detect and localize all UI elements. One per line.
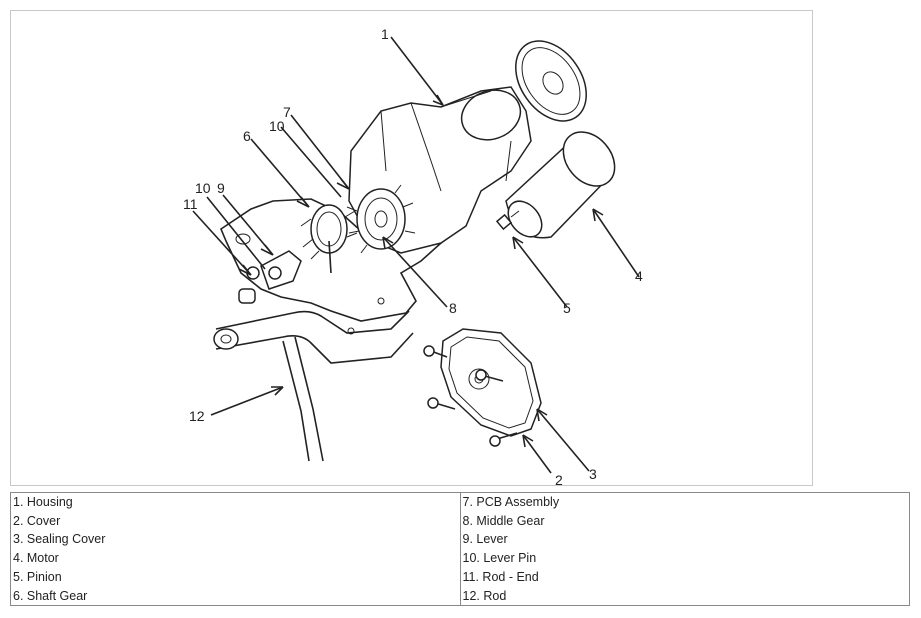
legend-cell: 6. Shaft Gear [10, 586, 461, 607]
callout-6: 6 [243, 128, 251, 144]
legend-row: 1. Housing 7. PCB Assembly [10, 491, 910, 512]
legend-cell: 9. Lever [459, 530, 910, 550]
parts-legend-table: 1. Housing 7. PCB Assembly 2. Cover 8. M… [10, 491, 910, 607]
callout-7: 7 [283, 104, 291, 120]
callout-1: 1 [381, 26, 389, 42]
rod [213, 310, 414, 462]
legend-row: 6. Shaft Gear 12. Rod [10, 586, 910, 607]
legend-row: 5. Pinion 11. Rod - End [10, 567, 910, 587]
legend-cell: 1. Housing [10, 491, 461, 512]
callout-11: 11 [183, 196, 198, 212]
legend-cell: 3. Sealing Cover [10, 530, 461, 550]
callout-2: 2 [555, 472, 563, 487]
legend-cell: 10. Lever Pin [459, 549, 910, 568]
callout-9: 9 [217, 180, 225, 196]
legend-body: 1. Housing 7. PCB Assembly 2. Cover 8. M… [10, 491, 910, 607]
diagram-drawing: 1 2 3 4 5 6 7 8 9 10 10 11 12 [183, 26, 643, 487]
callout-4: 4 [635, 268, 643, 284]
legend-cell: 11. Rod - End [459, 567, 910, 587]
legend-cell: 8. Middle Gear [459, 511, 910, 531]
bracket-plate [220, 198, 443, 335]
end-cap [515, 40, 587, 122]
callout-10-lower: 10 [195, 180, 211, 196]
legend-cell: 12. Rod [459, 586, 910, 607]
middle-gear [346, 184, 416, 254]
legend-row: 4. Motor 10. Lever Pin [10, 549, 910, 568]
legend-cell: 5. Pinion [10, 567, 461, 587]
legend-row: 3. Sealing Cover 9. Lever [10, 530, 910, 550]
callout-12: 12 [189, 408, 205, 424]
exploded-parts-diagram: 1 2 3 4 5 6 7 8 9 10 10 11 12 [10, 10, 813, 487]
motor [495, 131, 616, 239]
callout-8: 8 [449, 300, 457, 316]
leader-lines [192, 36, 640, 474]
legend-cell: 7. PCB Assembly [459, 491, 910, 512]
callout-3: 3 [589, 466, 597, 482]
lever-assembly [238, 250, 302, 304]
callout-5: 5 [563, 300, 571, 316]
callout-10-upper: 10 [269, 118, 285, 134]
legend-cell: 2. Cover [10, 511, 461, 531]
legend-cell: 4. Motor [10, 549, 461, 568]
legend-row: 2. Cover 8. Middle Gear [10, 511, 910, 531]
cover [423, 328, 542, 447]
shaft-gear [300, 204, 358, 274]
